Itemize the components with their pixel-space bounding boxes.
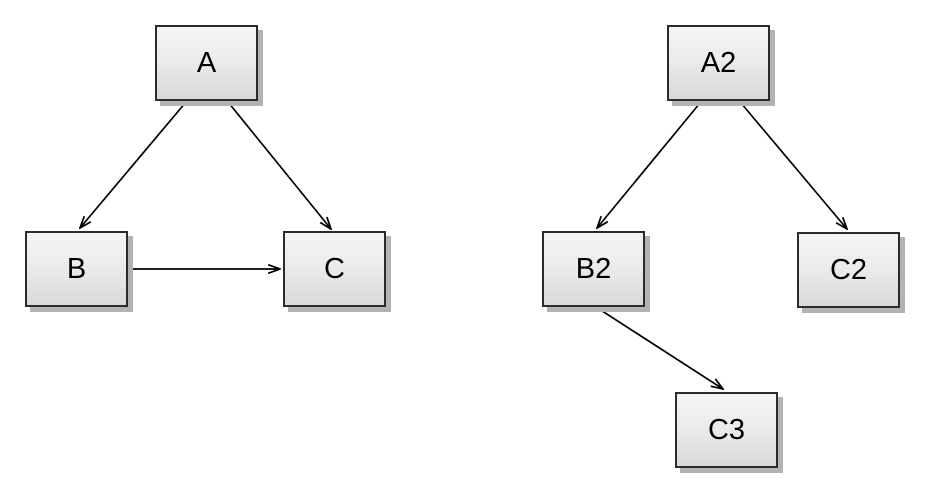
node-c-label: C (324, 252, 345, 285)
node-c3[interactable]: C3 (675, 392, 778, 468)
node-a[interactable]: A (155, 25, 258, 101)
node-a-label: A (196, 46, 217, 79)
edge-a-to-b[interactable] (80, 101, 187, 228)
node-a2[interactable]: A2 (667, 25, 770, 101)
edge-a2-to-c2[interactable] (740, 102, 847, 229)
node-c3-label: C3 (707, 413, 746, 446)
node-c2-label: C2 (829, 253, 868, 286)
node-b2-label: B2 (575, 252, 612, 285)
node-c[interactable]: C (283, 231, 386, 307)
node-c2[interactable]: C2 (797, 232, 900, 308)
edge-a-to-c[interactable] (227, 101, 331, 229)
node-a2-label: A2 (700, 46, 737, 79)
edge-a2-to-b2[interactable] (597, 102, 701, 228)
node-b2[interactable]: B2 (542, 231, 645, 307)
node-b[interactable]: B (25, 231, 128, 307)
edge-b2-to-c3[interactable] (595, 306, 723, 389)
node-b-label: B (66, 252, 87, 285)
